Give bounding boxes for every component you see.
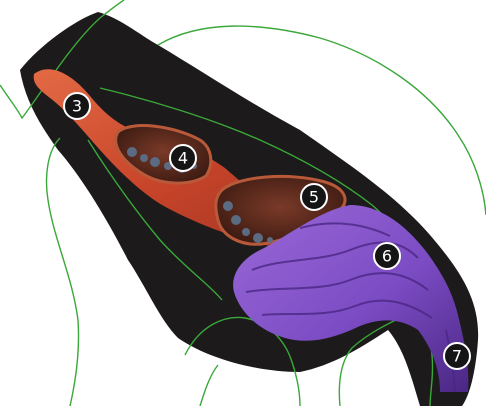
callout-3-label: 3 [72, 97, 82, 116]
callout-6-label: 6 [382, 247, 392, 266]
callout-7-label: 7 [452, 347, 462, 366]
callout-4-label: 4 [178, 149, 188, 168]
callout-5-label: 5 [309, 188, 319, 207]
callout-6: 6 [374, 243, 400, 269]
callout-7: 7 [444, 343, 470, 369]
callout-4: 4 [170, 145, 196, 171]
callout-5: 5 [301, 184, 327, 210]
callout-3: 3 [64, 93, 90, 119]
